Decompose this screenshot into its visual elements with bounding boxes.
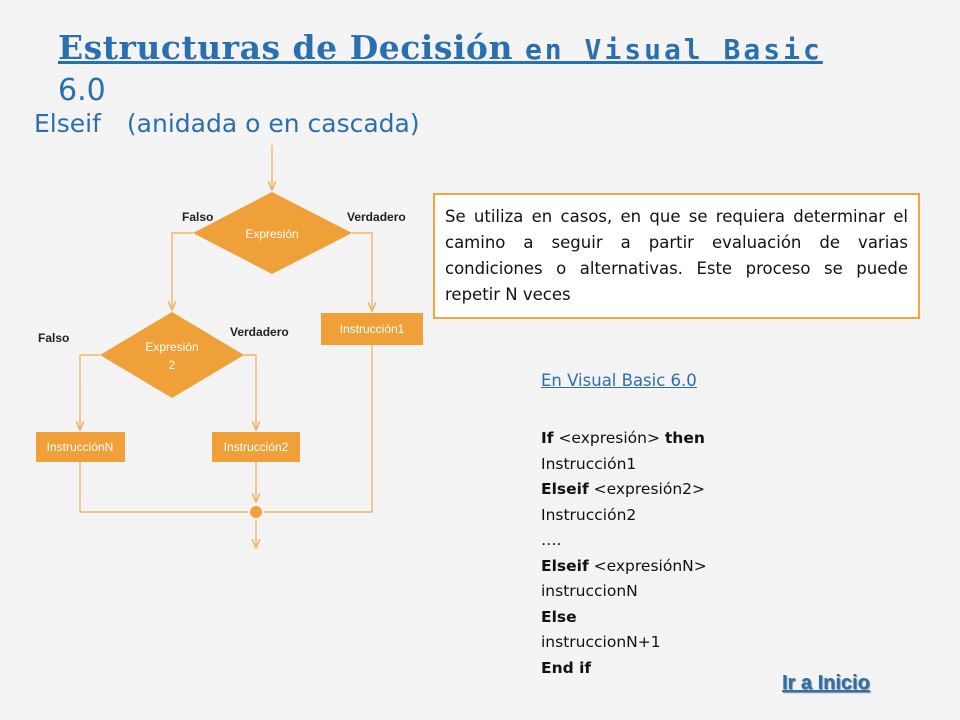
decision-shape-1 [193, 192, 352, 274]
code-line: Elseif <expresiónN> [541, 554, 707, 580]
code-line: If <expresión> then [541, 426, 707, 452]
code-text: Instrucción2 [541, 505, 637, 524]
subtitle-keyword: Elseif [34, 109, 101, 138]
code-line: End if [541, 656, 707, 682]
code-line: Instrucción2 [541, 503, 707, 529]
code-keyword: If [541, 429, 554, 447]
page-title: Estructuras de Decisión en Visual Basic [58, 28, 823, 70]
code-text: <expresión> [553, 429, 665, 447]
code-keyword: then [664, 429, 705, 447]
flowchart-diagram: Expresión Expresión 2 Instrucción1 Instr… [36, 145, 423, 560]
connector-merge-n [79, 462, 248, 513]
code-line: instruccionN+1 [541, 630, 707, 656]
code-keyword: Else [541, 607, 577, 626]
false-label-2: Falso [38, 331, 69, 345]
decision-shape-2 [100, 312, 244, 398]
false-label-1: Falso [182, 210, 213, 224]
code-text: Instrucción1 [541, 454, 637, 473]
code-line: Else [541, 605, 707, 631]
connector-merge-1 [264, 345, 373, 513]
connector-false-2 [80, 354, 100, 430]
instructionN-box [36, 432, 125, 462]
title-main: Estructuras de Decisión [58, 28, 513, 67]
true-label-2: Verdadero [230, 325, 289, 339]
merge-node [250, 506, 262, 518]
vb-heading: En Visual Basic 6.0 [541, 371, 697, 390]
code-line: Elseif <expresión2> [541, 477, 707, 503]
instruction1-box [321, 313, 423, 345]
instruction2-box [212, 432, 300, 462]
code-text: <expresión2> [588, 480, 705, 498]
code-line: …. [541, 528, 707, 554]
instruction1-label: Instrucción1 [340, 322, 405, 336]
description-box: Se utiliza en casos, en que se requiera … [433, 193, 920, 319]
code-keyword: End if [541, 658, 592, 677]
decision-label-2-line1: Expresión [145, 340, 198, 354]
code-line: instruccionN [541, 579, 707, 605]
decision-label-2-line2: 2 [169, 358, 176, 372]
code-text: instruccionN+1 [541, 633, 661, 651]
subtitle: Elseif (anidada o en cascada) [34, 108, 420, 140]
title-rest: en Visual Basic [524, 33, 823, 66]
code-text: <expresiónN> [588, 556, 707, 575]
code-text: …. [541, 531, 562, 549]
decision-label-1: Expresión [245, 227, 298, 241]
instruction2-label: Instrucción2 [224, 440, 289, 454]
code-text: instruccionN [541, 582, 638, 600]
connector-false-1 [172, 232, 193, 310]
subtitle-text: (anidada o en cascada) [126, 109, 420, 138]
code-keyword: Elseif [541, 480, 589, 498]
code-line: Instrucción1 [541, 452, 707, 478]
code-keyword: Elseif [541, 556, 589, 575]
connector-true-1 [352, 232, 372, 311]
home-link[interactable]: Ir a Inicio [782, 672, 870, 694]
title-wrap: 6.0 [58, 73, 106, 108]
connector-true-2 [244, 354, 256, 430]
instructionN-label: InstrucciónN [47, 440, 114, 454]
true-label-1: Verdadero [347, 210, 406, 224]
